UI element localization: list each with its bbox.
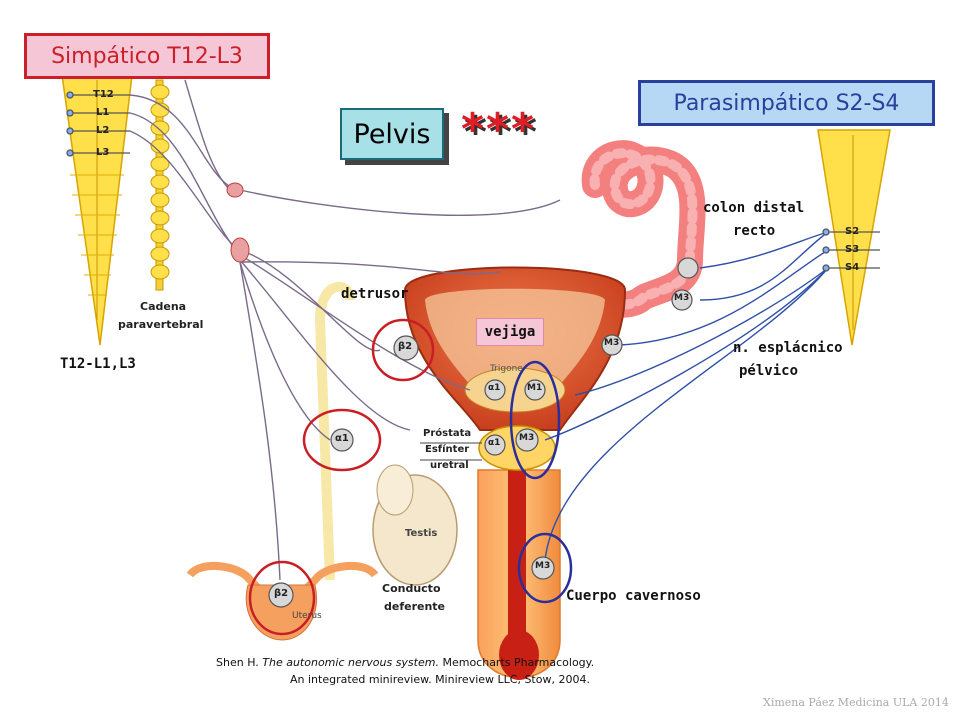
receptor-prostate-alpha1 (484, 434, 506, 456)
testis-illustration (314, 281, 458, 586)
receptor-label-vas-alpha1: α1 (335, 433, 349, 444)
citation-title: The autonomic nervous system. (262, 656, 439, 669)
receptor-nodes (268, 257, 699, 608)
receptor-uterus-beta2 (268, 582, 294, 608)
receptor-label-trigone-alpha1: α1 (488, 383, 501, 393)
spine-label-l1: L1 (96, 107, 110, 118)
label-prostata: Próstata (423, 428, 472, 439)
parasympathetic-fibers (544, 231, 829, 561)
sympathetic-ganglia (226, 182, 250, 263)
receptor-cavernosum-m3 (531, 556, 555, 580)
leader-lines (420, 442, 482, 461)
receptor-detrusor-beta2 (393, 335, 419, 361)
parasympathetic-title: Parasimpático S2-S4 (673, 90, 900, 116)
label-detrusor: detrusor (341, 286, 409, 302)
label-pelvico: pélvico (739, 363, 799, 379)
sympathetic-fibers (129, 79, 561, 581)
sympathetic-title: Simpático T12-L3 (51, 43, 243, 69)
spine-label-s2: S2 (845, 226, 860, 237)
receptor-colon-m3 (671, 289, 693, 311)
receptor-vas-alpha1 (330, 428, 354, 452)
spine-label-s3: S3 (845, 244, 860, 255)
label-cuerpo-cavernoso: Cuerpo cavernoso (566, 588, 701, 604)
highlight-detrusor (371, 318, 435, 382)
highlight-circles (248, 318, 573, 636)
receptor-label-cavernosum-m3: M3 (535, 561, 551, 571)
label-recto: recto (733, 223, 776, 239)
label-cadena: Cadena (140, 300, 187, 313)
highlight-m1-m3 (509, 360, 561, 480)
label-t12-l1-l3: T12-L1,L3 (60, 356, 136, 372)
label-deferente: deferente (384, 600, 446, 613)
label-uterus: Uterus (292, 611, 322, 621)
spine-label-l2: L2 (96, 125, 110, 136)
receptor-trigone-alpha1 (484, 379, 506, 401)
bladder-illustration (403, 266, 627, 431)
label-testis: Testis (405, 528, 438, 539)
highlight-alpha1 (302, 408, 382, 472)
paravertebral-chain (150, 79, 170, 291)
receptor-label-prostate-alpha1: α1 (488, 438, 501, 448)
receptor-label-bladder-m3: M3 (604, 338, 620, 348)
label-trigone: Trigone (490, 364, 523, 374)
highlight-uterus (248, 560, 316, 636)
sympathetic-title-box: Simpático T12-L3 (24, 33, 270, 79)
receptor-bladder-m3-right (601, 334, 623, 356)
pelvis-title: Pelvis (353, 118, 431, 150)
citation-line-1: Shen H. The autonomic nervous system. Me… (216, 656, 594, 669)
spine-label-t12: T12 (93, 89, 114, 100)
spinal-nerves-left (66, 91, 130, 157)
spinal-cord-right (817, 129, 891, 346)
pelvis-title-box: Pelvis (340, 108, 444, 160)
receptor-label-detrusor-beta2: β2 (398, 341, 413, 352)
label-conducto: Conducto (382, 582, 441, 595)
receptor-label-trigone-m1: M1 (527, 383, 543, 393)
spinal-nerves-right (822, 228, 880, 272)
label-esfinter: Esfínter (425, 444, 470, 455)
label-n-esplacnico: n. esplácnico (733, 340, 843, 356)
colon-illustration (567, 140, 706, 323)
receptor-trigone-m1 (524, 379, 546, 401)
parasympathetic-title-box: Parasimpático S2-S4 (638, 80, 935, 126)
spine-label-s4: S4 (845, 262, 860, 273)
stars-emphasis: *** (461, 104, 537, 155)
spine-label-l3: L3 (96, 147, 110, 158)
citation-author: Shen H. (216, 656, 263, 669)
label-vejiga-box: vejiga (476, 318, 544, 346)
label-vejiga: vejiga (484, 324, 536, 340)
label-colon-distal: colon distal (703, 200, 805, 216)
receptor-label-prostate-m3: M3 (519, 433, 535, 443)
receptor-label-colon-m3: M3 (674, 293, 690, 303)
label-uretral: uretral (430, 460, 469, 471)
citation-source: Memocharts Pharmacology. (438, 656, 595, 669)
watermark: Ximena Páez Medicina ULA 2014 (763, 696, 949, 709)
receptor-colon-alpha (677, 257, 699, 279)
receptor-label-uterus-beta2: β2 (274, 588, 289, 599)
receptor-prostate-m3 (515, 428, 539, 452)
citation-line-2: An integrated minireview. Minireview LLC… (290, 673, 590, 686)
label-paravertebral: paravertebral (118, 318, 204, 331)
highlight-cavernosum (517, 532, 573, 604)
